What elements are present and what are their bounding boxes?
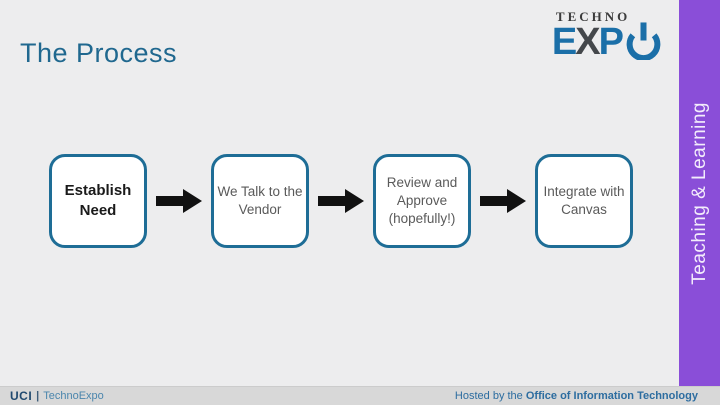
- right-arrow-icon: [318, 189, 364, 213]
- logo-letter-p: P: [598, 21, 624, 63]
- process-flow-diagram: Establish Need We Talk to the Vendor Rev…: [49, 154, 633, 248]
- page-title: The Process: [20, 38, 178, 68]
- hosted-prefix: Hosted by the: [454, 390, 523, 402]
- sidebar-label: Teaching & Learning: [688, 101, 710, 285]
- flow-step-establish-need: Establish Need: [49, 154, 147, 248]
- flow-step-integrate-canvas: Integrate with Canvas: [535, 154, 633, 248]
- uci-logo: UCI: [10, 389, 33, 403]
- footer-brand: UCI | TechnoExpo: [10, 389, 104, 403]
- flow-step-review-approve: Review and Approve (hopefully!): [373, 154, 471, 248]
- brand-divider: |: [36, 390, 40, 402]
- teaching-learning-sidebar: Teaching & Learning: [679, 0, 720, 386]
- hosted-org: Office of Information Technology: [525, 390, 698, 402]
- power-icon: [626, 22, 661, 60]
- logo-letter-x: X: [575, 21, 600, 63]
- hosted-by-text: Hosted by the Office of Information Tech…: [455, 390, 698, 402]
- technoexpo-label: TechnoExpo: [43, 390, 104, 402]
- right-arrow-icon: [480, 189, 526, 213]
- right-arrow-icon: [156, 189, 202, 213]
- slide-footer: UCI | TechnoExpo Hosted by the Office of…: [0, 386, 720, 405]
- flow-step-talk-to-vendor: We Talk to the Vendor: [211, 154, 309, 248]
- logo-techno-text: TECHNO: [555, 9, 631, 24]
- logo-letter-e: E: [551, 21, 577, 63]
